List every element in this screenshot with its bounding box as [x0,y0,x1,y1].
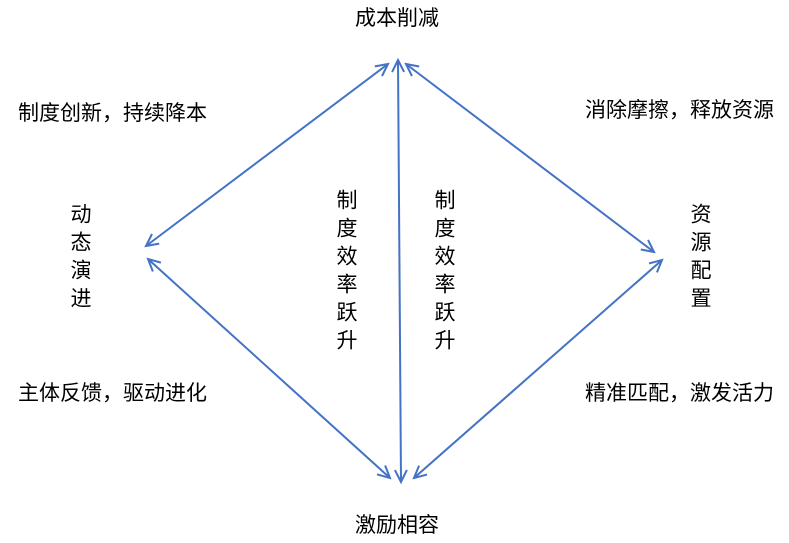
caption-bottom-right: 精准匹配，激发活力 [585,381,774,405]
caption-bottom-left: 主体反馈，驱动进化 [18,381,207,405]
node-top: 成本削减 [355,6,439,30]
arrow-top-to-bottom [398,60,401,482]
arrow-top-to-left [146,64,388,246]
node-center-right: 制度效率跃升 [432,189,456,357]
node-center-left: 制度效率跃升 [334,189,358,357]
node-right: 资源配置 [688,203,712,315]
arrow-right-to-bottom [414,260,662,478]
node-left: 动态演进 [68,203,92,315]
caption-top-right: 消除摩擦，释放资源 [585,98,774,122]
arrow-left-to-bottom [148,259,390,478]
node-bottom: 激励相容 [355,513,439,537]
arrow-top-to-right [406,64,654,252]
caption-top-left: 制度创新，持续降本 [18,101,207,125]
